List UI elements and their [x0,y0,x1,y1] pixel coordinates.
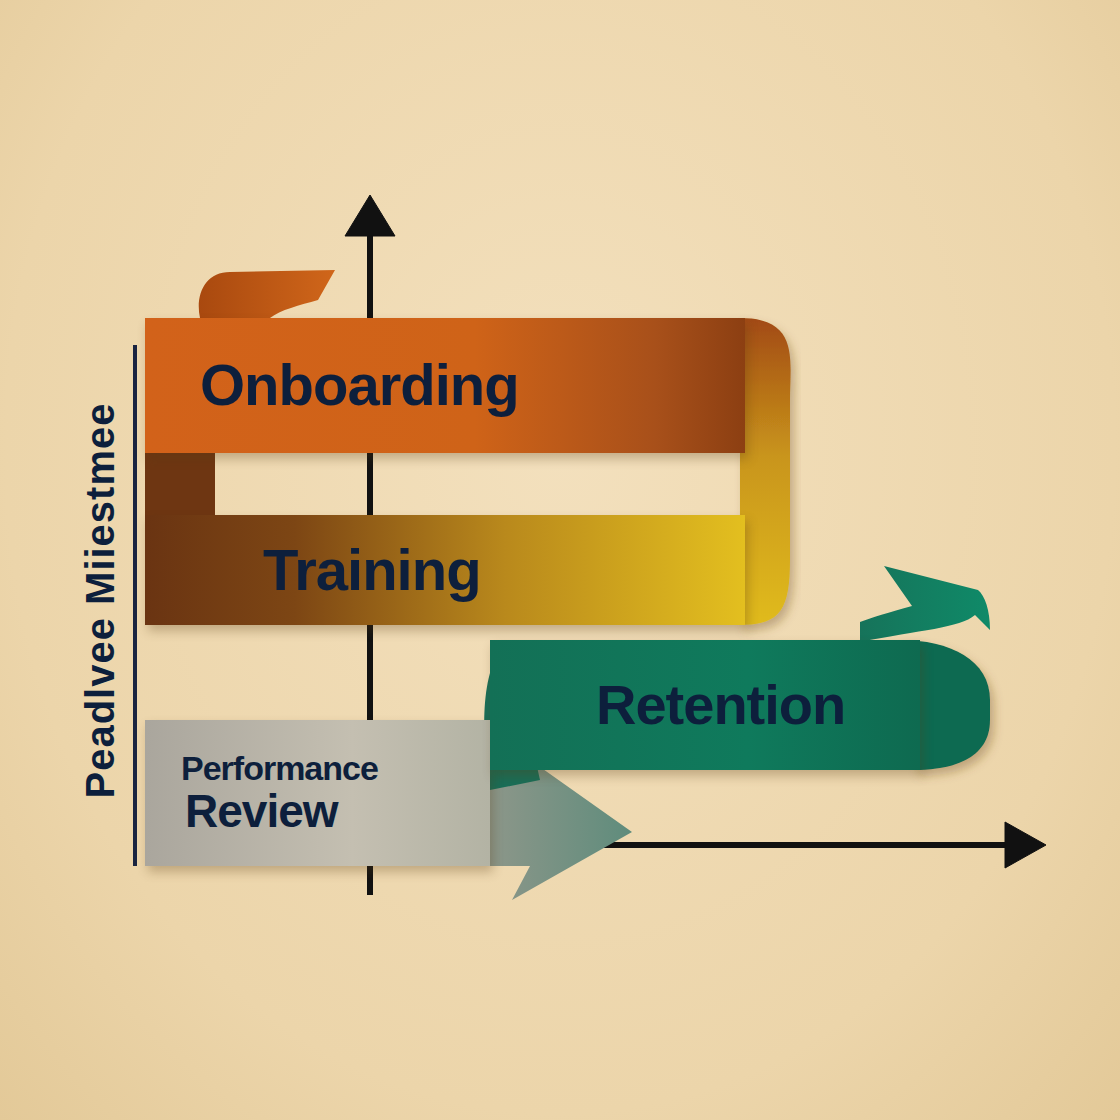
ribbon-loop [740,318,791,625]
ribbon-tab [199,270,335,318]
horizontal-axis [600,842,1015,848]
axes [135,195,1046,895]
band-title: Training [263,540,481,601]
band-title: Performance [181,751,378,787]
ribbon-band: Retention [490,640,920,770]
left-rule [133,345,137,866]
band-title: Retention [596,676,845,735]
ribbon-band: PerformanceReview [145,720,490,866]
ribbon-band: Training [145,515,745,625]
axis-arrowhead [345,195,395,236]
axis-title: Peadlvee Miiestmee [78,402,123,798]
band-subtitle: Review [185,787,338,835]
band-title: Onboarding [200,355,519,416]
ribbon-band: Onboarding [145,318,745,453]
axis-arrowhead [1005,822,1046,868]
ribbon-arrowhead [860,566,990,642]
